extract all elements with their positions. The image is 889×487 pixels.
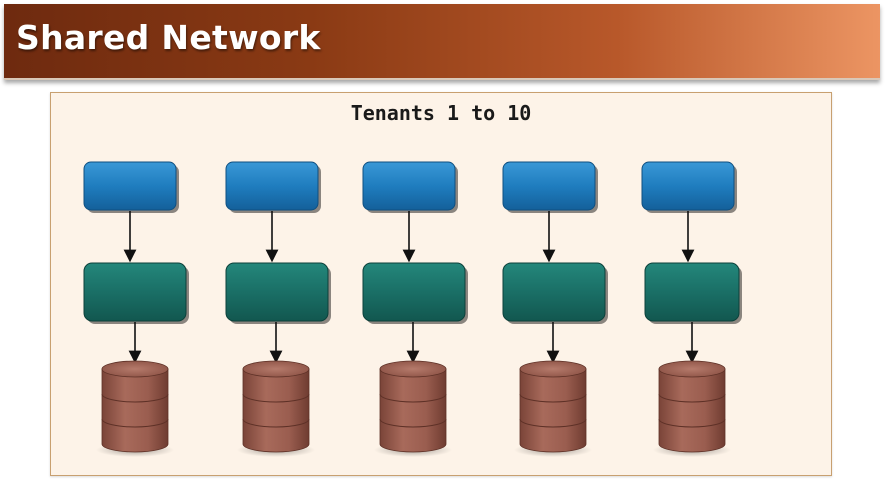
database-ring (658, 418, 726, 428)
database-icon (374, 360, 452, 457)
database-top (519, 360, 587, 378)
database-ring (519, 418, 587, 428)
database-icon (514, 360, 592, 457)
page-title: Shared Network (16, 18, 321, 57)
teal-box (362, 262, 466, 322)
database-top (101, 360, 169, 378)
database-ring (379, 393, 447, 403)
database-ring (658, 393, 726, 403)
database-ring (101, 393, 169, 403)
teal-box (225, 262, 329, 322)
blue-box (362, 161, 456, 211)
tenant-column (362, 161, 468, 457)
database-icon (237, 360, 315, 457)
database-ring (242, 418, 310, 428)
database-body (658, 368, 726, 453)
teal-box (83, 262, 187, 322)
tenant-column (641, 161, 742, 457)
database-ring (379, 418, 447, 428)
blue-box (641, 161, 735, 211)
database-ring (101, 418, 169, 428)
database-body (242, 368, 310, 453)
panel-title: Tenants 1 to 10 (350, 101, 532, 125)
teal-box (644, 262, 740, 322)
database-body (519, 368, 587, 453)
database-top (242, 360, 310, 378)
database-icon (653, 360, 731, 457)
database-top (379, 360, 447, 378)
database-top (658, 360, 726, 378)
title-bar: Shared Network (4, 4, 880, 80)
teal-box (502, 262, 606, 322)
database-body (101, 368, 169, 453)
blue-box (225, 161, 319, 211)
database-body (379, 368, 447, 453)
blue-box (502, 161, 596, 211)
tenant-column (83, 161, 189, 457)
tenant-column (502, 161, 608, 457)
blue-box (83, 161, 177, 211)
database-icon (96, 360, 174, 457)
database-ring (242, 393, 310, 403)
database-ring (519, 393, 587, 403)
tenant-column (225, 161, 331, 457)
